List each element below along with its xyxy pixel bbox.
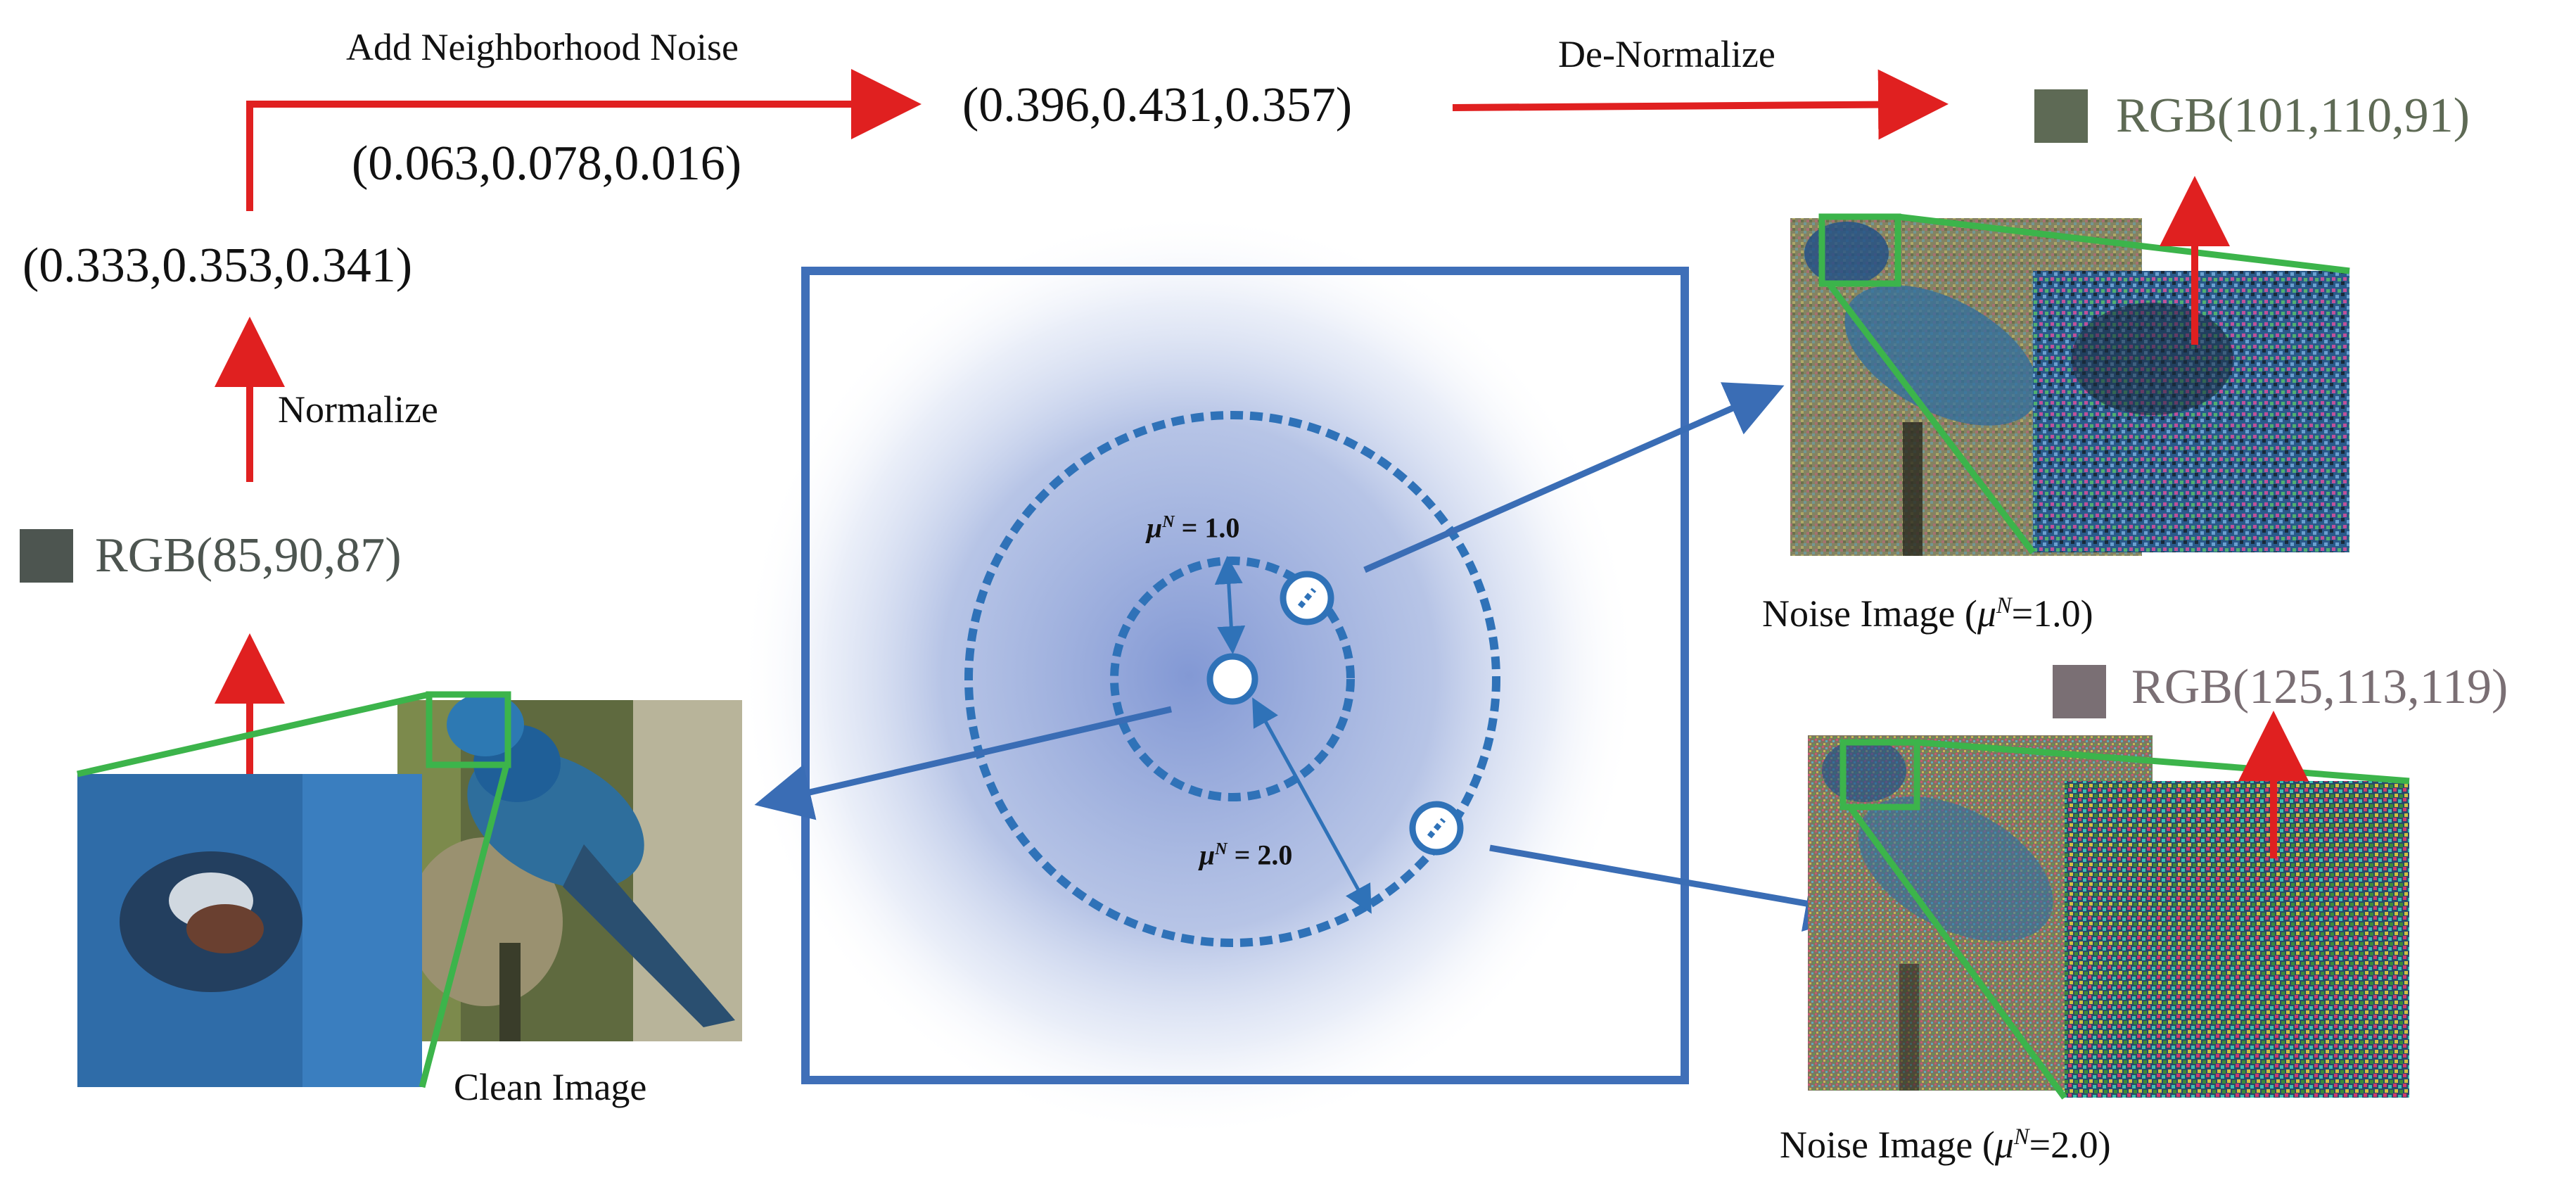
noise-offset-vector: (0.063,0.078,0.016) (352, 137, 742, 191)
outer-radius-arrow (1252, 697, 1372, 914)
noise-image-1-caption: Noise Image (μN=1.0) (1762, 592, 2093, 635)
normalize-label: Normalize (278, 388, 438, 431)
normalized-clean-vector: (0.333,0.353,0.341) (23, 239, 413, 293)
clean-color-swatch (20, 529, 73, 583)
inner-radius-arrow (1214, 556, 1246, 654)
clean-image-caption: Clean Image (454, 1066, 647, 1108)
sample-point-outer (1409, 801, 1464, 856)
clean-zoom-line-bottom (419, 763, 510, 1088)
de-normalize-label: De-Normalize (1558, 33, 1775, 75)
clean-zoom-patch (77, 774, 422, 1087)
add-noise-label: Add Neighborhood Noise (346, 26, 739, 68)
clean-image-bird-photo (397, 693, 742, 1041)
noisy-normalized-vector: (0.396,0.431,0.357) (962, 78, 1353, 132)
clean-zoom-box (426, 691, 511, 768)
noise2-rgb-value: RGB(125,113,119) (2131, 660, 2508, 714)
noise-image-2-zoom (2065, 781, 2409, 1098)
noise-1-zoom-line-top (1897, 213, 2350, 274)
arrow-to-clean-image (754, 706, 1173, 820)
noise-2-zoom-line-bottom (1847, 805, 2067, 1100)
noise-2-zoom-box (1839, 739, 1920, 811)
clean-rgb-value: RGB(85,90,87) (95, 528, 402, 583)
noise1-rgb-value: RGB(101,110,91) (2116, 89, 2470, 143)
inner-radius-label: μN = 1.0 (1147, 512, 1240, 544)
arrow-add-noise (246, 69, 922, 211)
arrow-to-noise-image-1 (1363, 382, 1785, 573)
noise-distribution-glow (739, 211, 1639, 1140)
sample-point-inner (1280, 571, 1334, 626)
outer-radius-label: μN = 2.0 (1199, 839, 1293, 871)
noise2-color-swatch (2053, 665, 2106, 718)
noise-2-zoom-line-top (1916, 739, 2410, 785)
clean-zoom-line-top (77, 691, 430, 777)
noise-1-zoom-line-bottom (1826, 281, 2036, 554)
outer-radius-circle (964, 411, 1500, 947)
noise-1-zoom-box (1818, 213, 1901, 287)
noise1-color-swatch (2034, 89, 2088, 143)
arrow-to-noise-image-2 (1489, 844, 1863, 932)
noise-image-2-caption: Noise Image (μN=2.0) (1780, 1124, 2111, 1166)
noise-space-frame (801, 267, 1689, 1084)
arrow-de-normalize (1452, 69, 1949, 140)
center-point (1206, 653, 1258, 705)
